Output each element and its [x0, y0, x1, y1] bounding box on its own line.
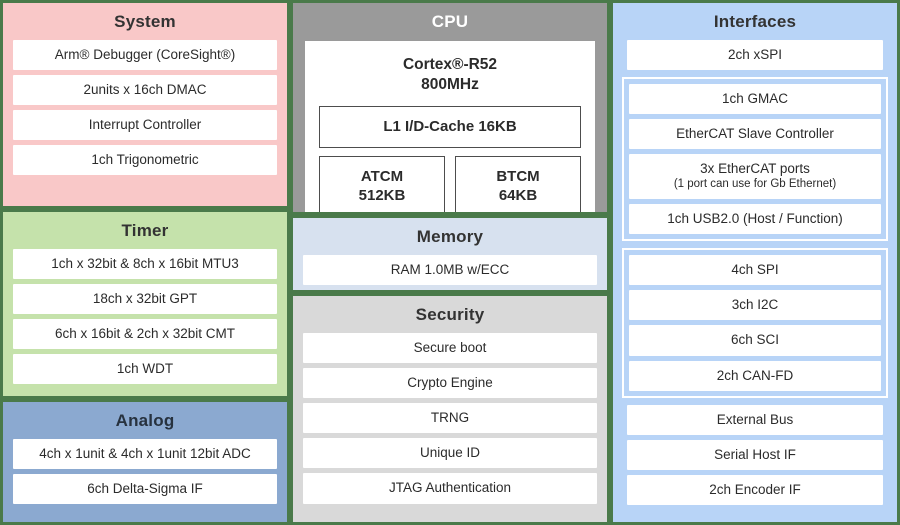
security-item-unique-id: Unique ID [303, 438, 597, 469]
interfaces-item-i2c: 3ch I2C [629, 290, 881, 321]
timer-item-wdt: 1ch WDT [13, 354, 277, 385]
timer-item-mtu3: 1ch x 32bit & 8ch x 16bit MTU3 [13, 248, 277, 279]
interfaces-item-xspi: 2ch xSPI [627, 39, 883, 70]
system-item-interrupt-controller: Interrupt Controller [13, 110, 277, 141]
system-block: System Arm® Debugger (CoreSight®) 2units… [0, 0, 290, 209]
cpu-block: CPU Cortex®-R52 800MHz L1 I/D-Cache 16KB… [290, 0, 610, 215]
interfaces-group-bottom: External Bus Serial Host IF 2ch Encoder … [622, 404, 888, 506]
memory-title: Memory [416, 227, 484, 246]
interfaces-item-sci: 6ch SCI [629, 325, 881, 356]
analog-title: Analog [115, 411, 175, 430]
interfaces-item-external-bus: External Bus [627, 404, 883, 435]
interfaces-title: Interfaces [713, 12, 797, 31]
interfaces-item-ethercat-slave-controller: EtherCAT Slave Controller [629, 119, 881, 150]
interfaces-item-spi: 4ch SPI [629, 254, 881, 286]
interfaces-group-serial: 4ch SPI 3ch I2C 6ch SCI 2ch CAN-FD [622, 247, 888, 398]
cpu-cache-box: L1 I/D-Cache 16KB [319, 105, 581, 149]
timer-block: Timer 1ch x 32bit & 8ch x 16bit MTU3 18c… [0, 209, 290, 399]
security-item-secure-boot: Secure boot [303, 332, 597, 363]
interfaces-item-encoder-if: 2ch Encoder IF [627, 475, 883, 506]
system-item-debugger: Arm® Debugger (CoreSight®) [13, 39, 277, 70]
cpu-title: CPU [431, 12, 469, 31]
cpu-core-container: Cortex®-R52 800MHz L1 I/D-Cache 16KB ATC… [305, 40, 595, 212]
security-title: Security [415, 305, 485, 324]
timer-item-cmt: 6ch x 16bit & 2ch x 32bit CMT [13, 319, 277, 350]
interfaces-item-can-fd: 2ch CAN-FD [629, 360, 881, 391]
cpu-core-name: Cortex®-R52 800MHz [402, 55, 498, 94]
security-item-jtag-auth: JTAG Authentication [303, 473, 597, 504]
interfaces-item-gmac: 1ch GMAC [629, 83, 881, 115]
interfaces-item-ethercat-ports: 3x EtherCAT ports (1 port can use for Gb… [629, 154, 881, 199]
interfaces-block: Interfaces 2ch xSPI 1ch GMAC EtherCAT Sl… [610, 0, 900, 525]
interfaces-group-network: 1ch GMAC EtherCAT Slave Controller 3x Et… [622, 76, 888, 241]
interfaces-item-serial-host-if: Serial Host IF [627, 439, 883, 471]
middle-column: CPU Cortex®-R52 800MHz L1 I/D-Cache 16KB… [290, 0, 610, 525]
interfaces-item-usb20: 1ch USB2.0 (Host / Function) [629, 203, 881, 234]
system-item-trigonometric: 1ch Trigonometric [13, 145, 277, 176]
analog-block: Analog 4ch x 1unit & 4ch x 1unit 12bit A… [0, 399, 290, 525]
analog-item-adc: 4ch x 1unit & 4ch x 1unit 12bit ADC [13, 438, 277, 469]
security-block: Security Secure boot Crypto Engine TRNG … [290, 293, 610, 525]
security-item-crypto-engine: Crypto Engine [303, 367, 597, 399]
system-title: System [114, 12, 176, 31]
security-item-trng: TRNG [303, 403, 597, 434]
memory-block: Memory RAM 1.0MB w/ECC [290, 215, 610, 293]
right-column: Interfaces 2ch xSPI 1ch GMAC EtherCAT Sl… [610, 0, 900, 525]
system-item-dmac: 2units x 16ch DMAC [13, 74, 277, 106]
analog-item-delta-sigma: 6ch Delta-Sigma IF [13, 473, 277, 505]
interfaces-item-ethercat-ports-note: (1 port can use for Gb Ethernet) [673, 178, 837, 191]
left-column: System Arm® Debugger (CoreSight®) 2units… [0, 0, 290, 525]
timer-item-gpt: 18ch x 32bit GPT [13, 283, 277, 315]
timer-title: Timer [121, 221, 169, 240]
interfaces-group-top: 2ch xSPI [622, 39, 888, 70]
memory-item-ram: RAM 1.0MB w/ECC [303, 254, 597, 285]
